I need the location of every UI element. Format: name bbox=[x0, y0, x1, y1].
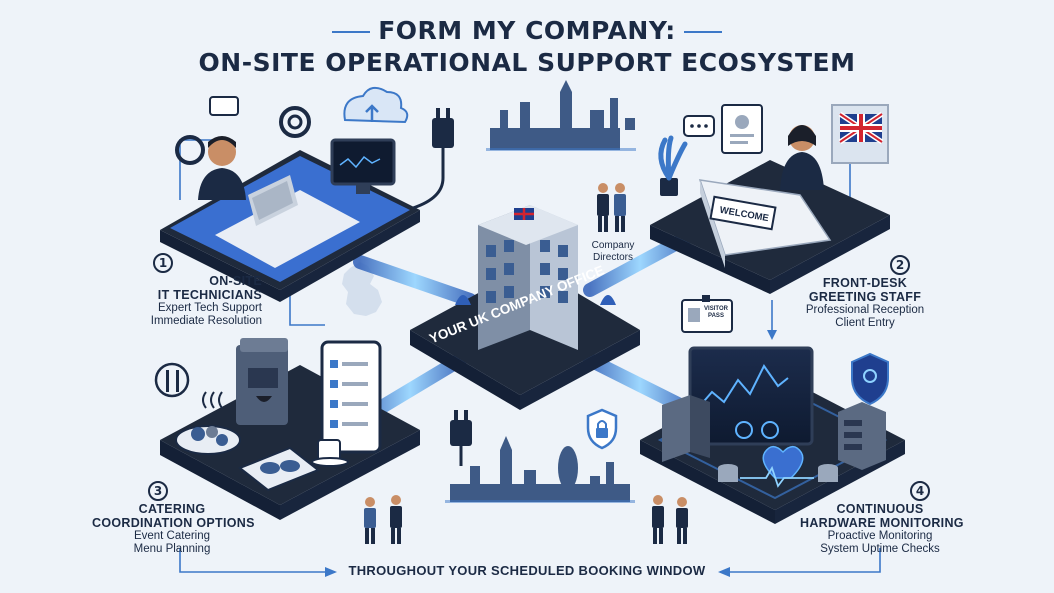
cloud-upload-icon bbox=[343, 86, 409, 124]
step-3-text: CATERING COORDINATION OPTIONS Event Cate… bbox=[92, 502, 255, 556]
step-4-sub1: Proactive Monitoring bbox=[827, 530, 933, 542]
company-directors-figures bbox=[597, 183, 626, 232]
step-4-title-line2: HARDWARE MONITORING bbox=[800, 516, 964, 530]
step-4-badge: 4 bbox=[910, 481, 930, 501]
lock-shield-icon bbox=[586, 408, 618, 450]
uk-map-silhouette bbox=[342, 262, 382, 316]
cutlery-icon bbox=[154, 362, 190, 398]
booking-window-footer: THROUGHOUT YOUR SCHEDULED BOOKING WINDOW bbox=[348, 563, 706, 578]
flow-arrow-footer-left bbox=[179, 548, 335, 573]
step-2-badge: 2 bbox=[890, 255, 910, 275]
step-3-title-line1: CATERING bbox=[138, 502, 206, 516]
shield-target-icon bbox=[851, 352, 889, 406]
step-1-title-line1: ON-SITE bbox=[209, 274, 262, 288]
step-4-title-line1: CONTINUOUS bbox=[836, 502, 924, 516]
title-decor-right bbox=[684, 31, 722, 33]
step-4-sub2: System Uptime Checks bbox=[820, 542, 940, 555]
london-skyline-bottom bbox=[450, 436, 630, 502]
step-4-text: CONTINUOUS HARDWARE MONITORING Proactive… bbox=[800, 502, 964, 556]
platform-catering bbox=[160, 338, 420, 520]
step-3-title-line2: COORDINATION OPTIONS bbox=[92, 516, 255, 530]
step-1-text: ON-SITE IT TECHNICIANS Expert Tech Suppo… bbox=[108, 274, 262, 328]
directors-label: Company Directors bbox=[591, 240, 635, 263]
steam-icon bbox=[202, 391, 223, 409]
chat-bubble-icon bbox=[209, 96, 239, 116]
plug-icon-bottom bbox=[450, 410, 472, 466]
platform-it-technicians bbox=[160, 136, 420, 302]
beam-left-top bbox=[353, 255, 477, 307]
step-2-text: FRONT-DESK GREETING STAFF Professional R… bbox=[790, 276, 940, 330]
meeting-people-figures bbox=[364, 495, 688, 544]
step-3-sub1: Event Catering bbox=[133, 530, 211, 542]
step-1-title-line2: IT TECHNICIANS bbox=[157, 288, 262, 302]
step-1-sub2: Immediate Resolution bbox=[150, 314, 262, 327]
platform-company-office bbox=[410, 205, 640, 410]
tree-icon bbox=[455, 295, 471, 305]
flow-arrow-footer-right bbox=[720, 548, 881, 573]
page-title-line2: ON-SITE OPERATIONAL SUPPORT ECOSYSTEM bbox=[198, 48, 856, 77]
step-1-badge: 1 bbox=[153, 253, 173, 273]
platform-front-desk bbox=[650, 104, 890, 294]
flow-arrow-left bbox=[289, 290, 325, 326]
tree-icon bbox=[600, 295, 616, 305]
visitor-pass-text: VISITOR PASS bbox=[704, 306, 728, 319]
step-2-sub1: Professional Reception bbox=[805, 304, 925, 316]
visitor-pass-icon bbox=[681, 295, 733, 333]
title-decor-left bbox=[332, 31, 370, 33]
plug-icon-top bbox=[412, 108, 454, 210]
id-badge-icon bbox=[721, 104, 763, 154]
platform-hardware-monitoring bbox=[640, 346, 905, 524]
trend-line bbox=[697, 364, 789, 409]
step-2-title-line1: FRONT-DESK bbox=[822, 276, 908, 290]
london-skyline-top bbox=[490, 80, 635, 150]
gear-icon bbox=[175, 106, 311, 165]
step-2-sub2: Client Entry bbox=[835, 316, 895, 329]
step-2-title-line2: GREETING STAFF bbox=[808, 290, 922, 304]
step-3-sub2: Menu Planning bbox=[133, 542, 211, 555]
step-1-sub1: Expert Tech Support bbox=[158, 302, 262, 314]
step-3-badge: 3 bbox=[148, 481, 168, 501]
page-title-line1: FORM MY COMPANY: bbox=[378, 16, 676, 45]
